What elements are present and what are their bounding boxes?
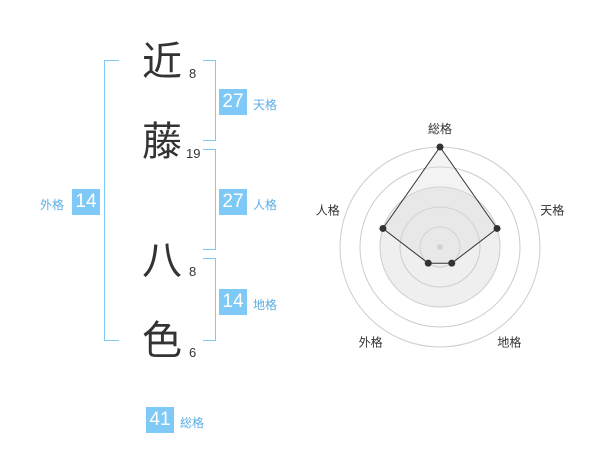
soukaku-score: 41 — [146, 407, 174, 433]
chikaku-score: 14 — [219, 289, 247, 315]
radar-ring-4 — [359, 166, 521, 328]
radar-data-polygon — [382, 146, 498, 264]
stroke-count-2: 19 — [186, 146, 201, 161]
name-char-1: 近 — [142, 39, 182, 85]
gaikaku-score: 14 — [72, 189, 100, 215]
radar-point-2 — [493, 224, 501, 232]
radar-point-5 — [379, 224, 387, 232]
name-char-2: 藤 — [142, 119, 182, 165]
soukaku-label: 総格 — [180, 416, 205, 430]
stroke-count-4: 6 — [189, 345, 197, 360]
gaikaku-label: 外格 — [40, 198, 65, 212]
name-char-4: 色 — [142, 318, 182, 364]
stroke-count-3: 8 — [189, 264, 197, 279]
stroke-count-1: 8 — [189, 66, 197, 81]
radar-axis-label-5: 人格 — [316, 203, 340, 218]
radar-point-3 — [448, 259, 456, 267]
radar-axis-label-4: 外格 — [359, 335, 383, 350]
radar-axis-label-1: 総格 — [428, 121, 452, 136]
name-char-3: 八 — [142, 238, 182, 284]
radar-axis-label-2: 天格 — [540, 203, 564, 218]
chikaku-label: 地格 — [253, 298, 278, 312]
gaikaku-bracket — [104, 60, 119, 341]
tenkaku-label: 天格 — [253, 98, 278, 112]
chikaku-bracket — [203, 258, 216, 341]
radar-point-4 — [424, 259, 432, 267]
radar-point-1 — [436, 143, 444, 151]
jinkaku-bracket — [203, 149, 216, 250]
jinkaku-score: 27 — [219, 189, 247, 215]
radar-center-dot — [437, 244, 443, 250]
radar-axis-label-3: 地格 — [497, 335, 521, 350]
tenkaku-bracket — [203, 60, 216, 141]
tenkaku-score: 27 — [219, 89, 247, 115]
jinkaku-label: 人格 — [253, 198, 278, 212]
